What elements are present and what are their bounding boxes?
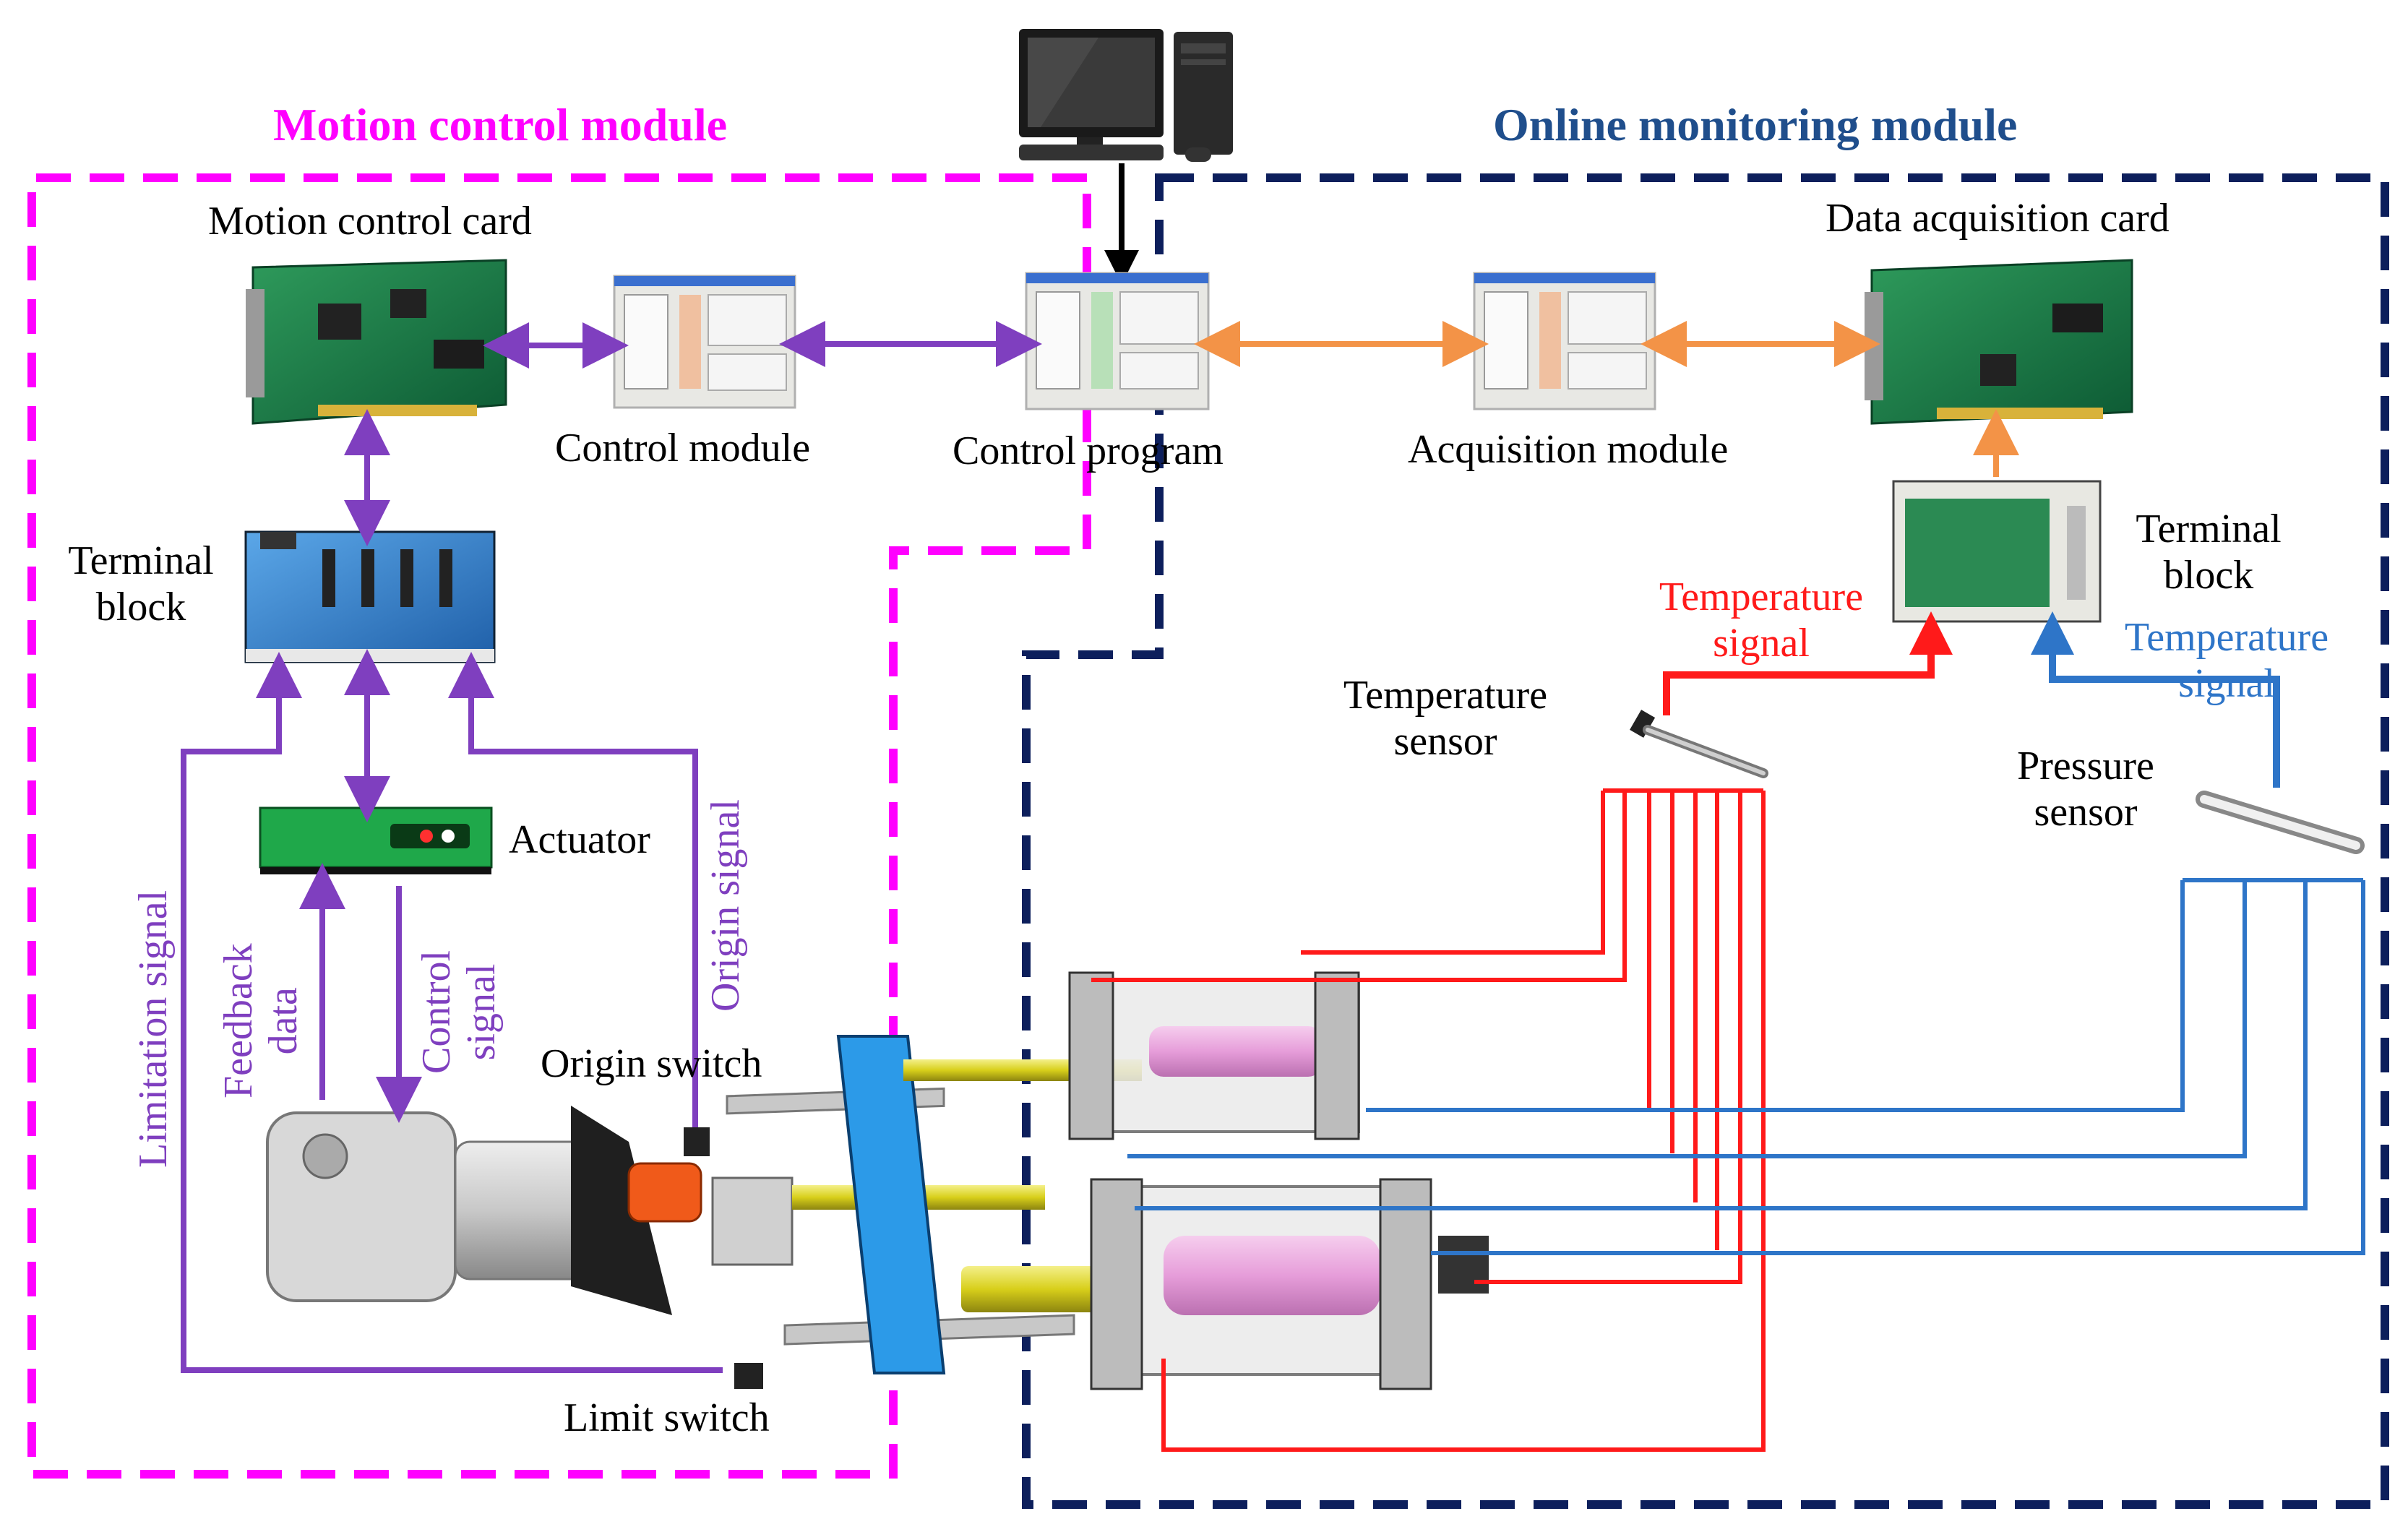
pressure-wiring — [1127, 611, 2365, 1255]
test-rig-assembly — [266, 971, 1489, 1390]
acquisition-signal-arrows — [1194, 321, 2019, 477]
control-program-window — [1025, 272, 1210, 410]
motion-signal-arrows — [181, 321, 1042, 1373]
control-program-label: Control program — [953, 429, 1224, 473]
control-module-window — [613, 275, 796, 409]
motion-control-card-icon — [246, 259, 507, 425]
limit-switch-label: Limit switch — [564, 1395, 770, 1440]
temperature-wiring — [1091, 611, 1953, 1452]
computer-icon — [1019, 29, 1233, 162]
actuator-icon — [259, 806, 493, 874]
control-module-label: Control module — [555, 426, 811, 470]
limitation-signal-label: Limitation signal — [131, 890, 176, 1168]
online-monitoring-module-title: Online monitoring module — [1493, 99, 2018, 150]
temperature-sensor-icon — [1630, 710, 1768, 778]
data-acquisition-card-icon — [1865, 259, 2133, 425]
terminal-block-left-icon — [244, 530, 496, 663]
data-acquisition-card-label: Data acquisition card — [1826, 196, 2170, 241]
motion-control-card-label: Motion control card — [208, 199, 532, 244]
terminal-block-right-icon — [1892, 480, 2102, 623]
motion-control-module-border — [27, 173, 1091, 1479]
motion-control-module-title: Motion control module — [273, 99, 728, 150]
origin-signal-label: Origin signal — [703, 799, 748, 1012]
acquisition-module-label: Acquisition module — [1408, 427, 1729, 472]
origin-switch-label: Origin switch — [541, 1041, 762, 1086]
acquisition-module-window — [1473, 272, 1656, 410]
actuator-label: Actuator — [509, 817, 650, 862]
pressure-sensor-icon — [2196, 791, 2365, 854]
online-monitoring-module-border — [1022, 173, 2389, 1509]
